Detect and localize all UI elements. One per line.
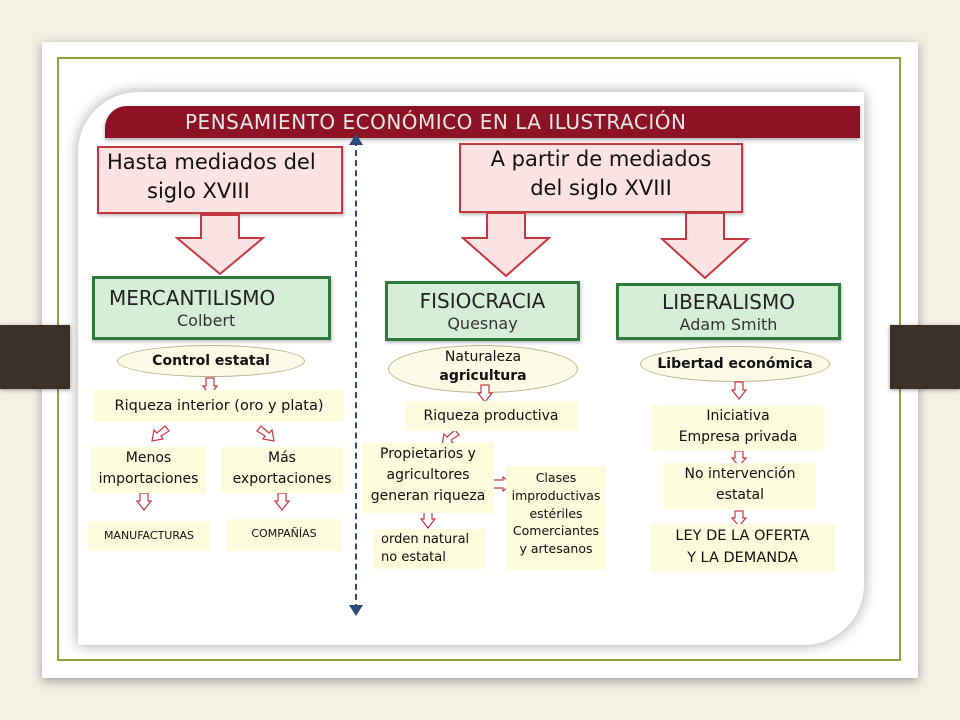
principle-mercantilismo: Control estatal: [117, 345, 305, 377]
branch-b-line2: exportaciones: [232, 471, 332, 487]
doctrine-box-fisiocracia: FISIOCRACIA Quesnay: [385, 281, 580, 341]
small-arrow-lib-2-icon: [731, 450, 747, 467]
result-a-text: MANUFACTURAS: [103, 529, 195, 542]
liberalismo-law: LEY DE LA OFERTA Y LA DEMANDA: [650, 524, 835, 572]
mercantilismo-branch-a: Menos importaciones: [91, 447, 206, 493]
mercantilismo-branch-b: Más exportaciones: [221, 447, 343, 493]
mercantilismo-wealth: Riqueza interior (oro y plata): [94, 390, 344, 422]
big-down-arrow-liberalismo-icon: [660, 212, 750, 280]
liberalismo-nonintervention: No intervención estatal: [664, 463, 816, 509]
law-line1: LEY DE LA OFERTA: [675, 528, 810, 544]
result-b-text: COMPAÑÍAS: [251, 527, 317, 540]
mercantilismo-wealth-text: Riqueza interior (oro y plata): [114, 398, 324, 414]
mercantilismo-author: Colbert: [177, 311, 236, 330]
fisiocracia-order: orden natural no estatal: [373, 529, 485, 569]
big-down-arrow-fisiocracia-icon: [461, 212, 551, 278]
diagram-title: PENSAMIENTO ECONÓMICO EN LA ILUSTRACIÓN: [185, 110, 687, 134]
producers-line3: generan riqueza: [370, 488, 486, 504]
liberalismo-name: LIBERALISMO: [662, 290, 795, 314]
sterile-line2: improductivas: [511, 487, 601, 503]
branch-a-line1: Menos: [125, 450, 172, 466]
producers-line2: agricultores: [386, 467, 470, 483]
small-arrow-merc-right-icon: [256, 425, 275, 442]
order-line1: orden natural: [381, 532, 470, 547]
principle-liberalismo: Libertad económica: [640, 346, 830, 382]
left-tab: [0, 325, 70, 389]
fisiocracia-author: Quesnay: [447, 314, 518, 333]
fisiocracia-producers: Propietarios y agricultores generan riqu…: [362, 443, 494, 513]
fisiocracia-name: FISIOCRACIA: [419, 289, 546, 313]
nonintervention-line2: estatal: [716, 487, 764, 503]
fisiocracia-wealth: Riqueza productiva: [405, 401, 577, 431]
period-box-before: Hasta mediados del siglo XVIII: [97, 146, 343, 214]
small-arrow-merc-b-icon: [274, 492, 290, 511]
law-line2: Y LA DEMANDA: [687, 550, 798, 567]
period-after-line1: A partir de mediados: [490, 147, 712, 171]
fisiocracia-wealth-text: Riqueza productiva: [423, 408, 559, 424]
liberalismo-author: Adam Smith: [679, 315, 778, 334]
nonintervention-line1: No intervención: [684, 466, 796, 482]
mercantilismo-result-a: MANUFACTURAS: [88, 521, 210, 551]
principle-mercantilismo-text: Control estatal: [152, 353, 270, 369]
period-box-after: A partir de mediados del siglo XVIII: [459, 143, 743, 213]
initiative-line1: Iniciativa: [706, 408, 770, 424]
small-arrow-fisio-order-icon: [420, 510, 436, 529]
sterile-line3: estériles: [529, 505, 583, 521]
sterile-line4: Comerciantes: [512, 523, 600, 539]
order-line2: no estatal: [381, 549, 446, 565]
initiative-line2: Empresa privada: [678, 429, 798, 445]
branch-b-line1: Más: [268, 450, 296, 466]
small-arrow-merc-a-icon: [136, 492, 152, 511]
small-arrow-lib-3-icon: [731, 510, 747, 527]
big-down-arrow-mercantilismo-icon: [175, 214, 265, 276]
liberalismo-initiative: Iniciativa Empresa privada: [652, 405, 824, 451]
principle-liberalismo-text: Libertad económica: [657, 356, 813, 372]
principle-fisiocracia-line2: agricultura: [439, 367, 527, 384]
doctrine-box-mercantilismo: MERCANTILISMO Colbert: [92, 276, 331, 340]
mercantilismo-name: MERCANTILISMO: [109, 286, 276, 310]
period-after-line2: del siglo XVIII: [530, 176, 672, 201]
mercantilismo-result-b: COMPAÑÍAS: [227, 519, 341, 551]
doctrine-box-liberalismo: LIBERALISMO Adam Smith: [616, 283, 841, 340]
divider-line: [355, 140, 357, 610]
small-arrow-fisio-1-icon: [477, 384, 493, 403]
arrowhead-up-icon: [349, 134, 363, 145]
title-bar: PENSAMIENTO ECONÓMICO EN LA ILUSTRACIÓN: [105, 106, 860, 138]
small-arrow-merc-left-icon: [151, 425, 170, 442]
period-before-line2: siglo XVIII: [147, 179, 250, 204]
right-tab: [890, 325, 960, 389]
fisiocracia-sterile: Clases improductivas estériles Comercian…: [506, 466, 606, 570]
principle-fisiocracia-line1: Naturaleza: [444, 349, 522, 365]
branch-a-line2: importaciones: [98, 471, 199, 487]
arrowhead-down-icon: [349, 605, 363, 616]
sterile-line5: y artesanos: [519, 541, 593, 556]
sterile-line1: Clases: [535, 470, 577, 485]
small-arrow-lib-1-icon: [731, 381, 747, 400]
producers-line1: Propietarios y: [380, 446, 476, 462]
period-before-line1: Hasta mediados del: [107, 150, 316, 174]
